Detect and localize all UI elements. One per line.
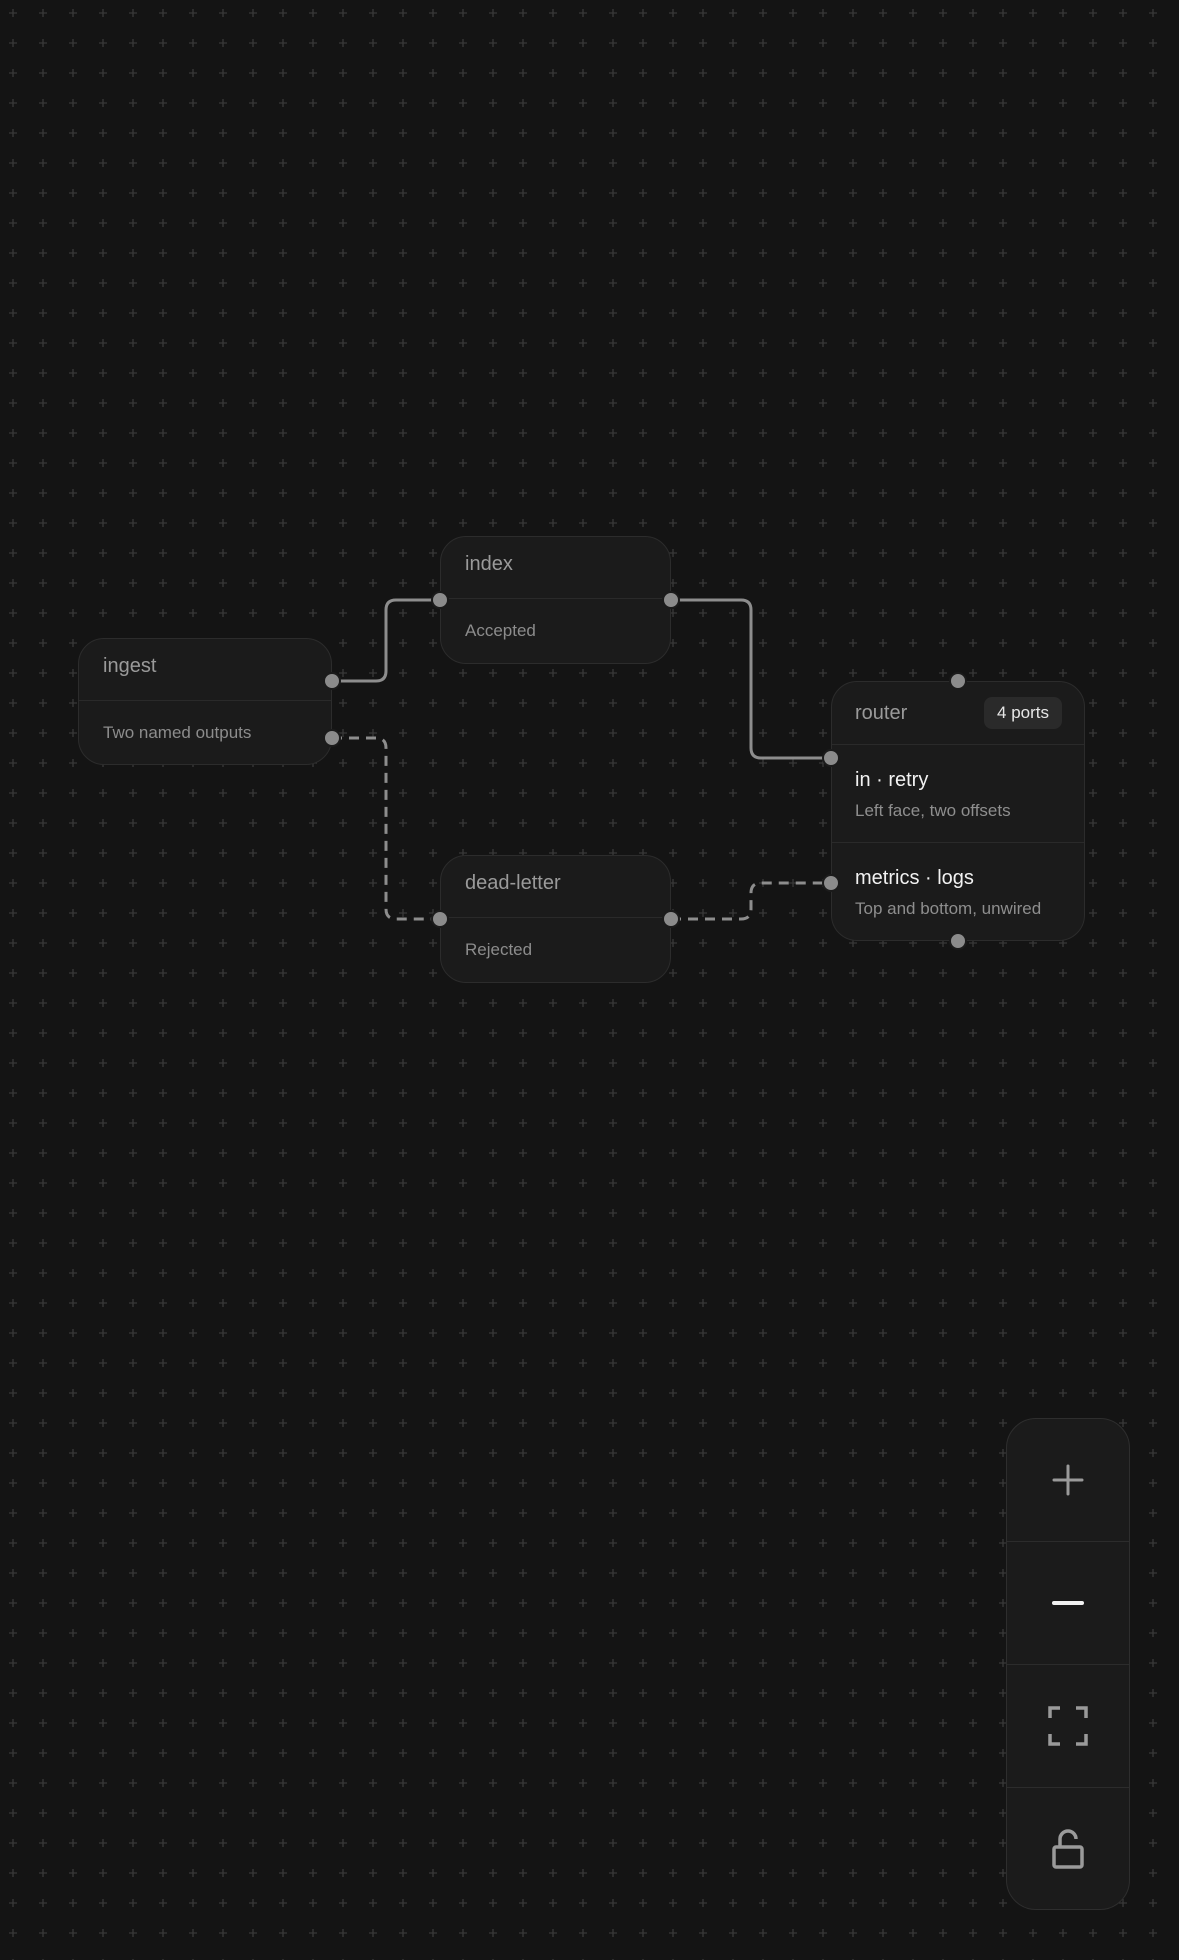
port-router-in[interactable] bbox=[822, 749, 840, 767]
node-title: router bbox=[855, 701, 908, 724]
canvas-controls bbox=[1006, 1418, 1130, 1910]
port-router-retry[interactable] bbox=[822, 874, 840, 892]
port-router-bottom[interactable] bbox=[949, 932, 967, 950]
port-index-out[interactable] bbox=[662, 591, 680, 609]
unlock-icon bbox=[1052, 1829, 1084, 1869]
router-row-metrics-logs: metrics · logs Top and bottom, unwired bbox=[832, 842, 1084, 939]
row-title: in · retry bbox=[855, 769, 929, 791]
zoom-out-button[interactable] bbox=[1007, 1541, 1129, 1664]
node-title: dead-letter bbox=[465, 872, 561, 894]
node-ingest[interactable]: ingest Two named outputs bbox=[78, 638, 332, 765]
zoom-in-button[interactable] bbox=[1007, 1419, 1129, 1541]
port-router-top[interactable] bbox=[949, 672, 967, 690]
node-title: index bbox=[465, 553, 513, 575]
node-title: ingest bbox=[103, 655, 157, 677]
minus-icon bbox=[1052, 1601, 1084, 1605]
port-dead-letter-out[interactable] bbox=[662, 910, 680, 928]
port-ingest-out-accepted[interactable] bbox=[323, 672, 341, 690]
router-row-in-retry: in · retry Left face, two offsets bbox=[832, 745, 1084, 842]
edge-ingest-dead-letter[interactable] bbox=[332, 736, 440, 921]
node-header: index bbox=[441, 537, 670, 599]
edge-dead-letter-router[interactable] bbox=[671, 881, 831, 921]
row-subtitle: Top and bottom, unwired bbox=[855, 899, 1042, 918]
edge-index-router[interactable] bbox=[671, 598, 831, 760]
fit-view-icon bbox=[1048, 1706, 1088, 1746]
node-dead-letter[interactable]: dead-letter Rejected bbox=[440, 855, 671, 983]
node-subtitle: Accepted bbox=[465, 621, 536, 640]
node-subtitle: Rejected bbox=[465, 940, 533, 959]
node-subtitle: Two named outputs bbox=[103, 723, 252, 742]
fit-view-button[interactable] bbox=[1007, 1664, 1129, 1787]
edge-ingest-index[interactable] bbox=[332, 598, 440, 683]
node-index[interactable]: index Accepted bbox=[440, 536, 671, 664]
port-index-in[interactable] bbox=[431, 591, 449, 609]
port-ingest-out-rejected[interactable] bbox=[323, 729, 341, 747]
lock-toggle-button[interactable] bbox=[1007, 1787, 1129, 1909]
row-title: metrics · logs bbox=[855, 867, 974, 889]
port-dead-letter-in[interactable] bbox=[431, 910, 449, 928]
node-header: dead-letter bbox=[441, 856, 670, 918]
node-header: router 4 ports bbox=[832, 682, 1084, 745]
plus-icon bbox=[1052, 1464, 1084, 1496]
row-subtitle: Left face, two offsets bbox=[855, 801, 1011, 820]
node-router[interactable]: router 4 ports in · retry Left face, two… bbox=[831, 681, 1085, 941]
node-header: ingest bbox=[79, 639, 331, 701]
port-count-badge: 4 ports bbox=[984, 697, 1062, 729]
